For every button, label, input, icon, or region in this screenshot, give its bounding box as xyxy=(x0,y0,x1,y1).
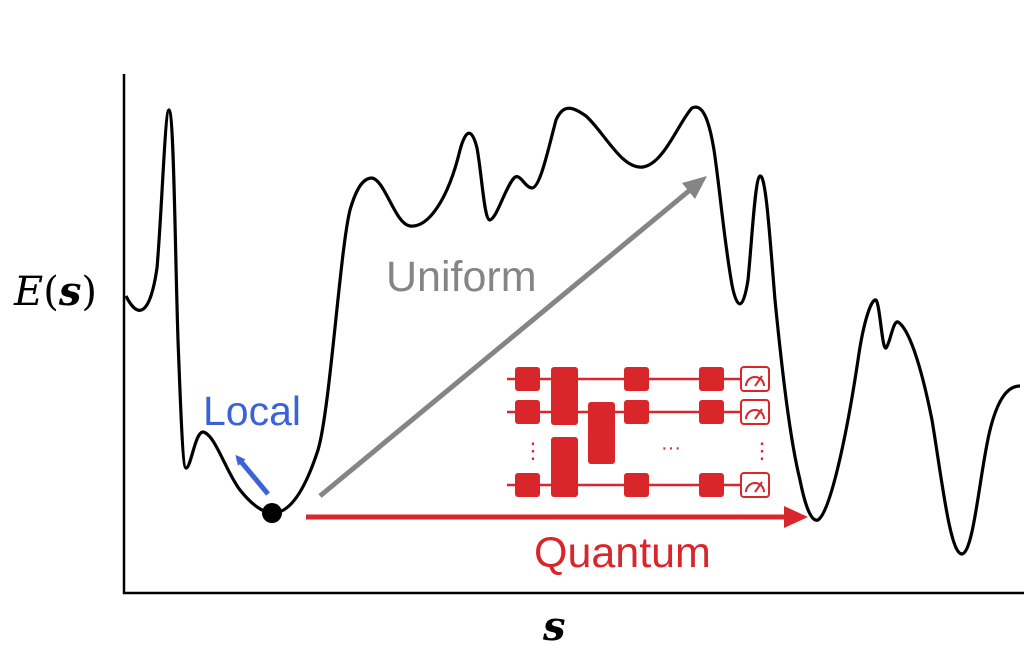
measurement-icon xyxy=(740,366,770,392)
circuit-gate xyxy=(624,400,649,424)
y-axis-label-var: s xyxy=(58,268,82,315)
y-axis-label-fn: E xyxy=(13,269,43,315)
y-axis-label-open: ( xyxy=(43,269,59,315)
circuit-multi-gate xyxy=(551,367,578,425)
circuit-multi-gate xyxy=(551,437,578,497)
start-point xyxy=(262,503,282,523)
quantum-arrow-head xyxy=(784,506,808,528)
local-arrow xyxy=(235,454,270,496)
circuit-ellipsis-vertical: ⋮ xyxy=(751,438,773,463)
local-label: Local xyxy=(203,388,301,434)
circuit-ellipsis-vertical: ⋮ xyxy=(522,438,544,463)
circuit-multi-gate xyxy=(588,402,615,464)
circuit-gate xyxy=(624,473,649,497)
energy-curve xyxy=(124,105,1021,556)
circuit-gate xyxy=(515,367,540,391)
circuit-gate xyxy=(699,400,724,424)
circuit-gate xyxy=(515,400,540,424)
quantum-label: Quantum xyxy=(534,529,711,577)
measurement-icon xyxy=(740,399,770,425)
uniform-label: Uniform xyxy=(386,253,537,301)
circuit-gate xyxy=(515,473,540,497)
y-axis-label: E(s) xyxy=(13,268,97,315)
circuit-gate xyxy=(699,473,724,497)
uniform-arrow-shaft xyxy=(318,188,692,498)
circuit-ellipsis-horizontal: ··· xyxy=(661,437,681,459)
uniform-arrow-head xyxy=(682,176,707,199)
x-axis-label: s xyxy=(542,603,566,650)
circuit-gate xyxy=(624,367,649,391)
measurement-icon xyxy=(740,472,770,498)
y-axis-label-close: ) xyxy=(81,269,97,315)
circuit-gate xyxy=(699,367,724,391)
quantum-circuit-icon: ⋮ ⋮ ··· xyxy=(507,366,773,498)
